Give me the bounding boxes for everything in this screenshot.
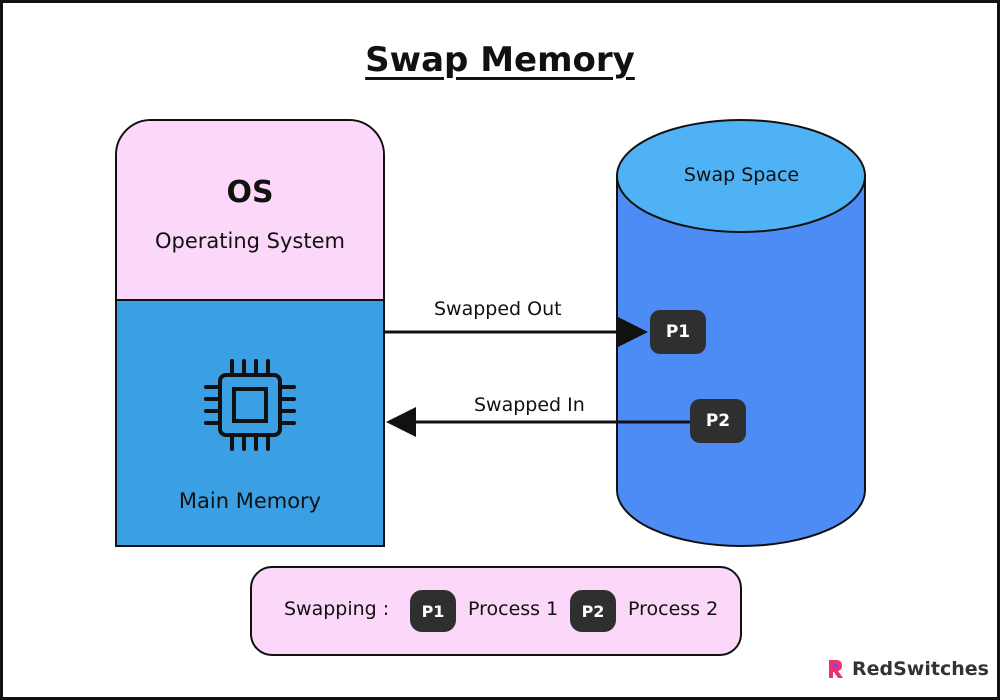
swapped-in-label: Swapped In — [474, 394, 585, 416]
os-label: OS — [226, 175, 274, 210]
cpu-chip-icon — [204, 359, 296, 451]
legend-p2-label: Process 2 — [628, 598, 719, 620]
legend-p2-badge: P2 — [570, 590, 616, 632]
legend-p1-label: Process 1 — [468, 598, 559, 620]
legend-box: Swapping : P1 Process 1 P2 Process 2 — [250, 566, 742, 656]
process-p2-badge: P2 — [690, 399, 746, 443]
legend-p1-badge: P1 — [410, 590, 456, 632]
brand-logo: RedSwitches — [826, 656, 989, 682]
brand-name: RedSwitches — [852, 658, 989, 680]
redswitches-logo-icon — [829, 660, 843, 678]
swap-space-cylinder — [616, 119, 866, 547]
process-p1-badge: P1 — [650, 310, 706, 354]
main-memory-section: Main Memory — [117, 301, 383, 545]
swap-space-label: Swap Space — [683, 164, 800, 186]
diagram-title: Swap Memory — [365, 40, 635, 80]
main-memory-label: Main Memory — [178, 489, 322, 513]
os-subtitle: Operating System — [155, 229, 345, 253]
os-section: OS Operating System — [117, 121, 383, 301]
legend-prefix: Swapping : — [284, 598, 390, 620]
swapped-out-label: Swapped Out — [434, 298, 562, 320]
memory-block: OS Operating System Main Memory — [115, 119, 385, 547]
